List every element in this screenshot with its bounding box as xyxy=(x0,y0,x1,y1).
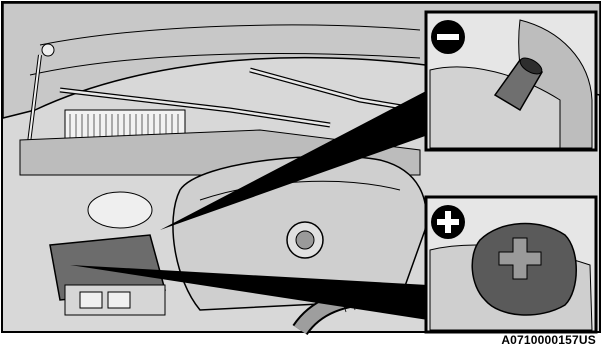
relay-block-2 xyxy=(108,292,130,308)
inset-negative-terminal xyxy=(426,12,596,150)
minus-icon-bar xyxy=(437,34,459,40)
coolant-reservoir xyxy=(88,192,152,228)
inset-positive-terminal xyxy=(426,197,596,332)
plus-icon-vertical xyxy=(445,211,451,233)
hood-hinge xyxy=(42,44,54,56)
relay-block xyxy=(80,292,102,308)
oil-filler-cap-center xyxy=(296,231,314,249)
figure-code: A0710000157US xyxy=(501,333,596,347)
